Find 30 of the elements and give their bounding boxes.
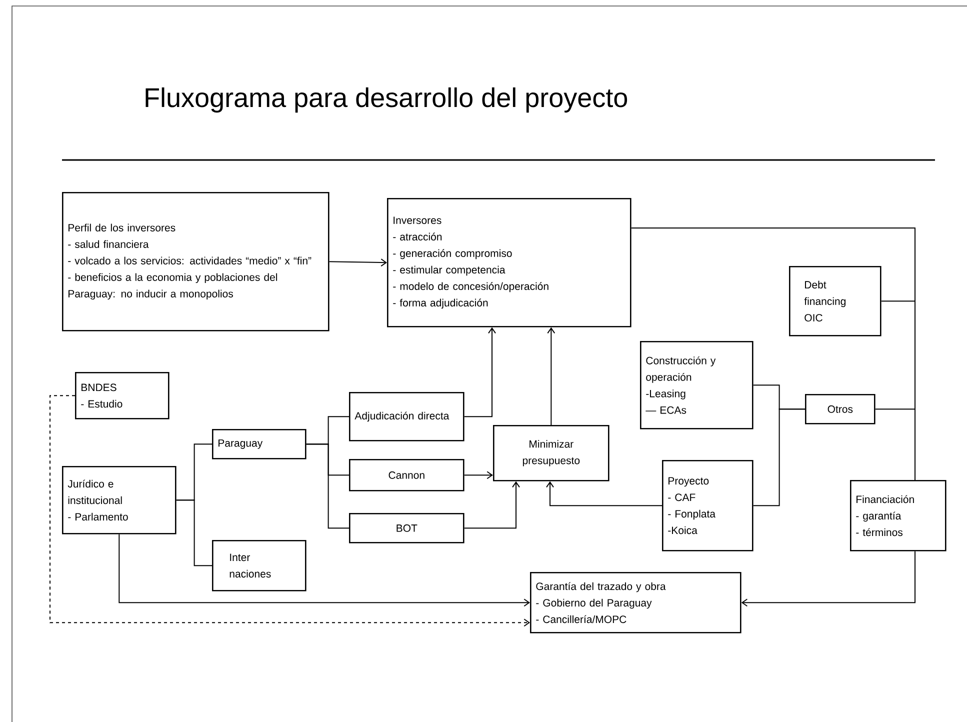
process-box: Paraguay xyxy=(212,429,306,460)
process-box: Garantía del trazado y obra - Gobierno del Paraguay - Cancillería/MOPC xyxy=(530,572,742,634)
process-box: Minimizar presupuesto xyxy=(493,425,610,482)
arrow xyxy=(118,534,530,607)
process-box: Otros xyxy=(805,394,876,424)
process-box: Debt financing OIC xyxy=(789,266,882,336)
arrow xyxy=(464,327,496,418)
connector-line xyxy=(874,408,916,480)
arrow xyxy=(50,395,530,627)
process-box: Inter naciones xyxy=(212,540,306,592)
process-box: Construcción y operación -Leasing — ECAs xyxy=(640,341,754,430)
process-box: Proyecto - CAF - Fonplata -Koica xyxy=(662,460,754,552)
arrow xyxy=(328,258,387,267)
process-box: Inversores - atracción - generación compromiso - estimular competencia - modelo de concesión/operación - forma adjudicación xyxy=(387,198,632,328)
process-box: Jurídico e institucional - Parlamento xyxy=(62,466,176,534)
title: Fluxograma para desarrollo del proyecto xyxy=(146,87,628,113)
process-box: Financiación - garantía - términos xyxy=(850,480,946,552)
process-box: Perfil de los inversores - salud financiera - volcado a los servicios: actividades “medio” x “fin” - beneficios a la economia y poblaciones del Paraguay: no inducir a monopolios xyxy=(62,192,330,332)
arrow xyxy=(464,481,520,529)
connector-line xyxy=(176,500,212,566)
process-box: Cannon xyxy=(349,459,464,492)
process-box: BOT xyxy=(349,513,464,544)
connector-line xyxy=(306,444,350,529)
arrow xyxy=(464,471,493,480)
arrow xyxy=(741,550,916,607)
arrow xyxy=(547,327,556,426)
process-box: Adjudicación directa xyxy=(349,392,464,442)
process-box: BNDES - Estudio xyxy=(75,372,170,420)
arrow xyxy=(546,481,662,506)
connector-line xyxy=(752,408,806,506)
